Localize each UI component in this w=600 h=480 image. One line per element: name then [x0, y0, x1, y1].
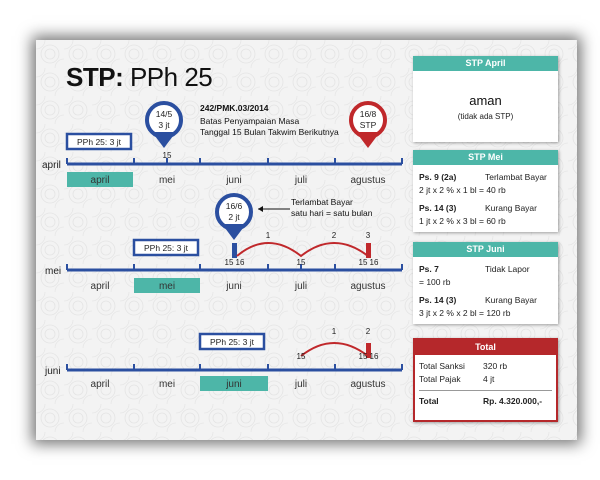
item-calc: 1 jt x 2 % x 3 bl = 60 rb	[419, 216, 506, 226]
late-arc	[300, 342, 369, 357]
highlight-april	[67, 172, 133, 187]
card-title: STP Mei	[413, 150, 558, 165]
tick-label-15: 15	[359, 258, 368, 267]
regulation-line1: Batas Penyampaian Masa	[200, 116, 299, 126]
stp-marker	[366, 343, 371, 358]
pin-marker-16-6: 16/6 2 jt	[215, 193, 253, 240]
month-mei: mei	[159, 175, 175, 186]
arc-label-2: 2	[366, 327, 371, 336]
total-sanksi-value: 320 rb	[483, 361, 508, 371]
month-agustus: agustus	[350, 281, 385, 292]
item-label: Kurang Bayar	[485, 203, 537, 213]
pin-marker-14-5: 14/5 3 jt	[145, 101, 183, 148]
card-title: STP Juni	[413, 242, 558, 257]
total-sanksi-label: Total Sanksi	[419, 361, 465, 371]
pin-date: 16/8	[360, 109, 377, 119]
card-title: Total	[415, 340, 556, 355]
late-note-line2: satu hari = satu bulan	[291, 208, 373, 218]
title-prefix: STP:	[66, 62, 124, 92]
pph-amount-box	[132, 238, 200, 257]
month-juni: juni	[225, 175, 242, 186]
pin-label: STP	[360, 120, 377, 130]
item-calc: 2 jt x 2 % x 1 bl = 40 rb	[419, 185, 506, 195]
month-juli: juli	[294, 281, 307, 292]
item-key: Ps. 14 (3)	[419, 203, 457, 213]
arc-label-3: 3	[366, 231, 371, 240]
item-calc: 3 jt x 2 % x 2 bl = 120 rb	[419, 308, 511, 318]
stp-marker	[366, 243, 371, 258]
item-key: Ps. 9 (2a)	[419, 172, 457, 182]
month-april: april	[91, 281, 110, 292]
month-juni: juni	[225, 281, 242, 292]
regulation-line2: Tanggal 15 Bulan Takwim Berikutnya	[200, 127, 339, 137]
tick-label-15: 15	[359, 352, 368, 361]
arc-label-1: 1	[332, 327, 337, 336]
late-arc	[236, 242, 369, 258]
arrow-head-icon	[258, 206, 263, 212]
total-pajak-label: Total Pajak	[419, 374, 461, 384]
month-april: april	[91, 175, 110, 186]
total-pajak-value: 4 jt	[483, 374, 495, 384]
pin-amount: 2 jt	[228, 212, 240, 222]
pin-date: 16/6	[226, 201, 243, 211]
month-mei: mei	[159, 379, 175, 390]
pph-amount-label: PPh 25: 3 jt	[210, 337, 255, 347]
pph-amount-box	[198, 332, 266, 351]
pin-date: 14/5	[156, 109, 173, 119]
item-key: Ps. 7	[419, 264, 439, 274]
month-juni: juni	[225, 379, 242, 390]
card-sub-status: (tidak ada STP)	[457, 112, 514, 121]
late-note-line1: Terlambat Bayar	[291, 197, 353, 207]
month-agustus: agustus	[350, 175, 385, 186]
row-label-juni: juni	[44, 366, 61, 377]
timeline-row-april: april 15 april mei juni juli agustus PPh…	[42, 132, 403, 187]
regulation-ref: 242/PMK.03/2014	[200, 103, 269, 113]
grand-total-value: Rp. 4.320.000,-	[483, 396, 543, 406]
item-label: Terlambat Bayar	[485, 172, 547, 182]
payment-marker	[232, 243, 237, 258]
card-stp-april: STP April aman (tidak ada STP)	[413, 56, 558, 142]
grand-total-label: Total	[419, 396, 439, 406]
tick-label-15: 15	[297, 352, 306, 361]
tick-label-16: 16	[236, 258, 245, 267]
pin-marker-16-8: 16/8 STP	[349, 101, 387, 148]
highlight-mei	[134, 278, 200, 293]
timeline-row-juni: juni april mei juni juli agustus PPh 25:…	[44, 327, 403, 391]
card-stp-juni: STP Juni Ps. 7 Tidak Lapor = 100 rb Ps. 1…	[413, 242, 558, 324]
page-title: STP: PPh 25	[66, 62, 213, 93]
card-title: STP April	[413, 56, 558, 71]
highlight-juni	[200, 376, 268, 391]
item-calc: = 100 rb	[419, 277, 451, 287]
month-mei: mei	[159, 281, 175, 292]
pph-amount-box	[65, 132, 133, 151]
month-juli: juli	[294, 175, 307, 186]
divider	[419, 390, 552, 391]
arc-label-2: 2	[332, 231, 337, 240]
pph-amount-label: PPh 25: 3 jt	[144, 243, 189, 253]
row-label-mei: mei	[45, 266, 61, 277]
tick-label-16: 16	[370, 258, 379, 267]
card-main-status: aman	[469, 93, 502, 108]
pph-amount-label: PPh 25: 3 jt	[77, 137, 122, 147]
tick-label-15: 15	[225, 258, 234, 267]
title-suffix: PPh 25	[129, 62, 213, 92]
item-key: Ps. 14 (3)	[419, 295, 457, 305]
item-label: Kurang Bayar	[485, 295, 537, 305]
card-total: Total Total Sanksi 320 rb Total Pajak 4 jt…	[413, 338, 558, 422]
pin-amount: 3 jt	[158, 120, 170, 130]
month-april: april	[91, 379, 110, 390]
month-agustus: agustus	[350, 379, 385, 390]
arc-label-1: 1	[266, 231, 271, 240]
month-juli: juli	[294, 379, 307, 390]
card-stp-mei: STP Mei Ps. 9 (2a) Terlambat Bayar 2 jt x…	[413, 150, 558, 232]
tick-label-16: 16	[370, 352, 379, 361]
timeline-row-mei: mei april mei juni juli agustus PPh 25: …	[45, 231, 403, 293]
tick-label-15: 15	[297, 258, 306, 267]
item-label: Tidak Lapor	[485, 264, 530, 274]
tick-label-15: 15	[163, 151, 172, 160]
row-label-april: april	[42, 160, 61, 171]
